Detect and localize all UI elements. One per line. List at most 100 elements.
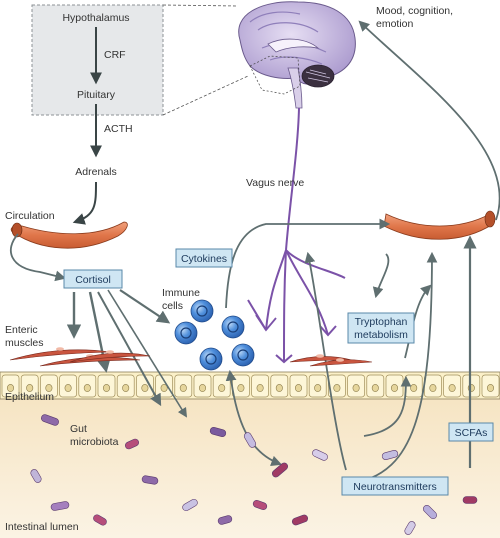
immune-cell (221, 315, 245, 339)
cortisol-to-microbiota-arrow (97, 291, 162, 407)
cell-nucleus (429, 384, 437, 392)
tryptophan-to-circulation-arrow (404, 284, 432, 359)
muscle-fiber (309, 359, 373, 367)
immune-cell (174, 321, 198, 345)
cell-nucleus (45, 384, 53, 392)
cortisol-label: Cortisol (75, 274, 111, 286)
tryptophan-label-line2: metabolism (354, 329, 408, 341)
enteric-muscles-label-line2: muscles (5, 337, 44, 349)
acth-label: ACTH (104, 123, 133, 135)
immune-microbiota-arrow (225, 369, 283, 467)
left-blood-vessel (10, 221, 128, 249)
hypothalamus-label: Hypothalamus (62, 12, 129, 24)
bacterium (182, 498, 198, 512)
muscle-fiber (69, 352, 151, 363)
epithelium-label: Epithelium (5, 391, 54, 403)
cell-nucleus (390, 384, 398, 392)
bacterium (291, 514, 309, 526)
bacterium (271, 462, 289, 478)
inset-leader-bottom (162, 75, 249, 116)
adrenals-label: Adrenals (75, 166, 116, 178)
scfas-box (448, 422, 494, 442)
immune-cell (199, 347, 223, 371)
mood-label-line1: Mood, cognition, (376, 5, 453, 17)
bacterium (209, 427, 227, 437)
cortisol-to-lumen-arrow (107, 289, 188, 418)
cell-nucleus (448, 384, 456, 392)
cell-nucleus (122, 384, 130, 392)
gut-microbiota-label-line1: Gut (70, 423, 87, 435)
bacterium (423, 505, 437, 519)
muscle-nucleus (316, 354, 324, 358)
neurotransmitters-label: Neurotransmitters (353, 481, 436, 493)
tryptophan-box (347, 312, 415, 344)
circulation-to-cortisol-arrow (9, 233, 67, 282)
cell-nucleus (237, 384, 245, 392)
cell-nucleus (486, 384, 494, 392)
vagus-nerve-label: Vagus nerve (246, 177, 304, 189)
cell-nucleus (26, 384, 34, 392)
cell-nucleus (160, 384, 168, 392)
cytokines-label: Cytokines (181, 253, 227, 265)
bacterium (93, 514, 107, 526)
gut-microbiota (30, 414, 478, 535)
intestinal-lumen-label: Intestinal lumen (5, 521, 79, 533)
circulation-to-brain-arrow (358, 20, 500, 221)
cell-nucleus (371, 384, 379, 392)
mood-label-line2: emotion (376, 18, 414, 30)
cell-nucleus (333, 384, 341, 392)
bacterium (141, 475, 159, 485)
muscle-nucleus (106, 350, 114, 354)
inset-leader-top (162, 4, 239, 7)
bacterium (125, 438, 139, 450)
tryptophan-label-line1: Tryptophan (355, 316, 408, 328)
cell-nucleus (352, 384, 360, 392)
vagus-nerve (247, 107, 346, 364)
cell-nucleus (64, 384, 72, 392)
cell-nucleus (83, 384, 91, 392)
neurotransmitters-box (341, 476, 449, 496)
immune-cells-label-line2: cells (162, 300, 183, 312)
enteric-muscles-label-line1: Enteric (5, 324, 38, 336)
cell-nucleus (199, 384, 207, 392)
cell-nucleus (103, 384, 111, 392)
enteric-muscles (9, 347, 373, 367)
crf-label: CRF (104, 49, 126, 61)
bacterium (41, 414, 59, 426)
bacterium (381, 450, 399, 460)
muscle-fiber (39, 356, 141, 367)
bacterium (217, 515, 233, 525)
muscle-nucleus (56, 347, 64, 351)
scfas-label: SCFAs (455, 427, 488, 439)
bacterium (404, 521, 416, 535)
muscle-nucleus (336, 358, 344, 362)
cell-nucleus (294, 384, 302, 392)
immune-cells (174, 299, 255, 371)
bacterium (312, 449, 328, 461)
microbiota-to-tryptophan-arrow (363, 375, 412, 437)
cell-nucleus (141, 384, 149, 392)
cell-nucleus (275, 384, 283, 392)
cell-nucleus (7, 384, 15, 392)
brain-illustration (238, 1, 356, 109)
pituitary-label: Pituitary (77, 89, 116, 101)
tryptophan-input-arrow (372, 253, 390, 299)
immune-cell (231, 343, 255, 367)
cell-nucleus (218, 384, 226, 392)
epithelial-cells (1, 374, 500, 398)
cytokines-to-circulation-arrow (225, 218, 391, 309)
cytokines-box (175, 248, 233, 268)
gut-microbiota-label-line2: microbiota (70, 436, 119, 448)
bacterium (462, 496, 478, 504)
cell-nucleus (410, 384, 418, 392)
immune-cell (190, 299, 214, 323)
cerebellum (301, 64, 335, 88)
right-blood-vessel (383, 210, 496, 240)
neurotransmitters-to-circulation-arrow (357, 251, 438, 483)
bacterium (50, 501, 70, 511)
adrenals-to-circulation-arrow (72, 181, 97, 225)
bacterium (252, 500, 268, 510)
cell-nucleus (314, 384, 322, 392)
